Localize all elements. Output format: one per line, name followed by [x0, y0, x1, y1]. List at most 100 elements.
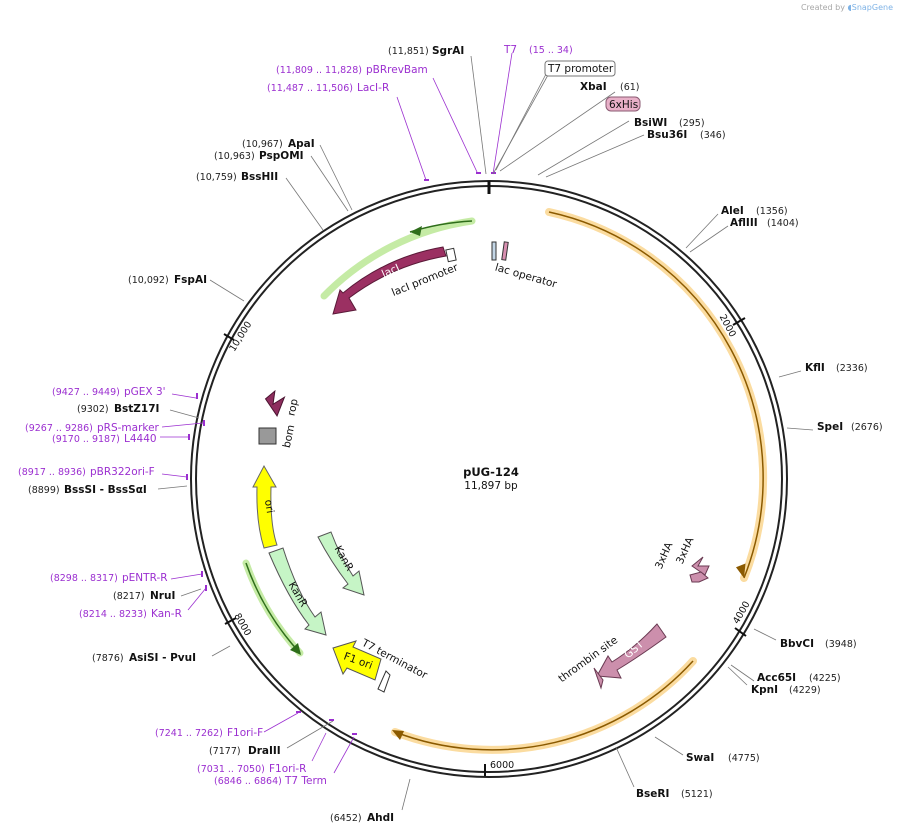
svg-text:ori: ori — [262, 499, 276, 515]
svg-text:(5121): (5121) — [681, 789, 713, 800]
primer-t7: T7(15 .. 34) — [503, 44, 573, 56]
plasmid-length: 11,897 bp — [464, 480, 518, 492]
bom-feature — [258, 427, 277, 445]
site-bbvci: BbvCI(3948) — [780, 638, 857, 650]
primer-pbrrevbam: (11,809 .. 11,828) pBRrevBam — [276, 64, 428, 76]
site-nrui: (8217)NruI — [113, 590, 175, 602]
svg-text:AsiSI - PvuI: AsiSI - PvuI — [129, 652, 196, 664]
backbone — [190, 180, 788, 778]
svg-text:pBRrevBam: pBRrevBam — [366, 64, 428, 76]
primer-kan-r: (8214 .. 8233) Kan-R — [79, 608, 182, 620]
svg-text:AhdI: AhdI — [367, 812, 394, 824]
svg-text:BsiWI: BsiWI — [634, 117, 667, 129]
rop-feature — [264, 389, 286, 418]
svg-text:T7: T7 — [503, 44, 517, 56]
svg-text:(6452): (6452) — [330, 813, 362, 824]
svg-text:(10,759): (10,759) — [196, 172, 237, 183]
site-kpni: KpnI(4229) — [751, 684, 821, 696]
his-box: 6xHis — [605, 96, 641, 112]
primers: T7(15 .. 34) (11,809 .. 11,828) pBRrevBam… — [18, 44, 573, 787]
primer-pgex3: (9427 .. 9449) pGEX 3' — [52, 386, 166, 398]
svg-text:(7177): (7177) — [209, 746, 241, 757]
site-swai: SwaI(4775) — [686, 752, 760, 764]
primer-f1ori-r: (7031 .. 7050)F1ori-R — [197, 763, 306, 775]
svg-text:L4440: L4440 — [124, 433, 157, 445]
leader-lines — [157, 55, 814, 811]
svg-text:PspOMI: PspOMI — [259, 150, 304, 162]
svg-text:(8917 .. 8936): (8917 .. 8936) — [18, 467, 86, 478]
svg-text:(10,092): (10,092) — [128, 275, 169, 286]
site-spei: SpeI(2676) — [817, 421, 883, 433]
svg-text:DraIII: DraIII — [248, 745, 281, 757]
svg-text:(4229): (4229) — [789, 685, 821, 696]
lac-operator-label: lac operator — [494, 262, 559, 291]
svg-text:(11,809 .. 11,828): (11,809 .. 11,828) — [276, 65, 362, 76]
svg-text:BssSI - BssSαI: BssSI - BssSαI — [64, 484, 147, 496]
snapgene-logo-icon: ◖ — [847, 3, 852, 12]
svg-text:pBR322ori-F: pBR322ori-F — [90, 466, 155, 478]
svg-text:(11,851): (11,851) — [388, 46, 429, 57]
laci-feature — [332, 246, 447, 315]
svg-text:(8298 .. 8317): (8298 .. 8317) — [50, 573, 118, 584]
svg-text:(8899): (8899) — [28, 485, 60, 496]
svg-text:F1ori-R: F1ori-R — [269, 763, 306, 775]
thrombin-feature — [593, 667, 604, 690]
site-acc65i: Acc65I(4225) — [757, 672, 841, 684]
site-afliii: AflIII (1404) — [730, 217, 799, 229]
svg-text:AleI: AleI — [721, 205, 744, 217]
laci-promoter-feature — [445, 247, 457, 263]
site-bsssi: (8899) BssSI - BssSαI — [28, 484, 147, 496]
site-asisi-pvui: (7876)AsiSI - PvuI — [92, 652, 196, 664]
t7-terminator-feature — [377, 670, 391, 693]
primer-lines — [160, 52, 513, 774]
svg-text:SgrAI: SgrAI — [432, 45, 464, 57]
svg-text:BseRI: BseRI — [636, 788, 669, 800]
svg-text:(1404): (1404) — [767, 218, 799, 229]
svg-text:(4225): (4225) — [809, 673, 841, 684]
svg-text:Bsu36I: Bsu36I — [647, 129, 687, 141]
site-ahdi: (6452) AhdI — [330, 812, 394, 824]
svg-text:T7 Term: T7 Term — [284, 775, 327, 787]
plasmid-name: pUG-124 — [463, 465, 519, 479]
svg-text:(1356): (1356) — [756, 206, 788, 217]
svg-text:pGEX 3': pGEX 3' — [124, 386, 166, 398]
site-bsu36i: Bsu36I (346) — [647, 129, 726, 141]
svg-text:pRS-marker: pRS-marker — [97, 422, 160, 434]
site-fspai: (10,092)FspAI — [128, 274, 207, 286]
primer-laci-r: (11,487 .. 11,506)LacI-R — [267, 82, 389, 94]
primer-pbr322ori-f: (8917 .. 8936) pBR322ori-F — [18, 466, 155, 478]
site-draiii: (7177) DraIII — [209, 745, 281, 757]
svg-text:(9427 .. 9449): (9427 .. 9449) — [52, 387, 120, 398]
svg-text:LacI-R: LacI-R — [357, 82, 389, 94]
svg-text:KflI: KflI — [805, 362, 825, 374]
site-bstz17i: (9302)BstZ17I — [77, 403, 159, 415]
t7-promoter-box: T7 promoter — [492, 60, 616, 175]
site-apai: (10,967)ApaI — [242, 138, 315, 150]
site-sgrai: (11,851)SgrAI — [388, 45, 464, 57]
svg-text:bom: bom — [281, 424, 298, 449]
gst-feature — [596, 623, 667, 679]
svg-text:6xHis: 6xHis — [609, 99, 638, 111]
svg-text:(10,963): (10,963) — [214, 151, 255, 162]
primer-l4440: (9170 .. 9187) L4440 — [52, 433, 157, 445]
site-kfli: KflI(2336) — [805, 362, 868, 374]
ha-feature-2 — [689, 571, 709, 583]
svg-text:(8214 .. 8233): (8214 .. 8233) — [79, 609, 147, 620]
primer-t7-term: (6846 .. 6864)T7 Term — [214, 775, 327, 787]
svg-text:(9302): (9302) — [77, 404, 109, 415]
orf-arcs — [242, 208, 768, 754]
ori-feature — [252, 464, 278, 549]
svg-text:(6846 .. 6864): (6846 .. 6864) — [214, 776, 282, 787]
svg-text:AflIII: AflIII — [730, 217, 758, 229]
site-pspomi: (10,963) PspOMI — [214, 150, 304, 162]
his-feature — [501, 241, 509, 261]
lac-operator-feature — [491, 241, 497, 261]
tick-label-6000: 6000 — [490, 760, 514, 771]
kanr-feature-1 — [268, 547, 327, 636]
svg-text:Kan-R: Kan-R — [151, 608, 182, 620]
svg-text:NruI: NruI — [150, 590, 175, 602]
svg-text:(3948): (3948) — [825, 639, 857, 650]
svg-text:(346): (346) — [700, 130, 726, 141]
svg-text:ApaI: ApaI — [288, 138, 315, 150]
svg-text:(9170 .. 9187): (9170 .. 9187) — [52, 434, 120, 445]
